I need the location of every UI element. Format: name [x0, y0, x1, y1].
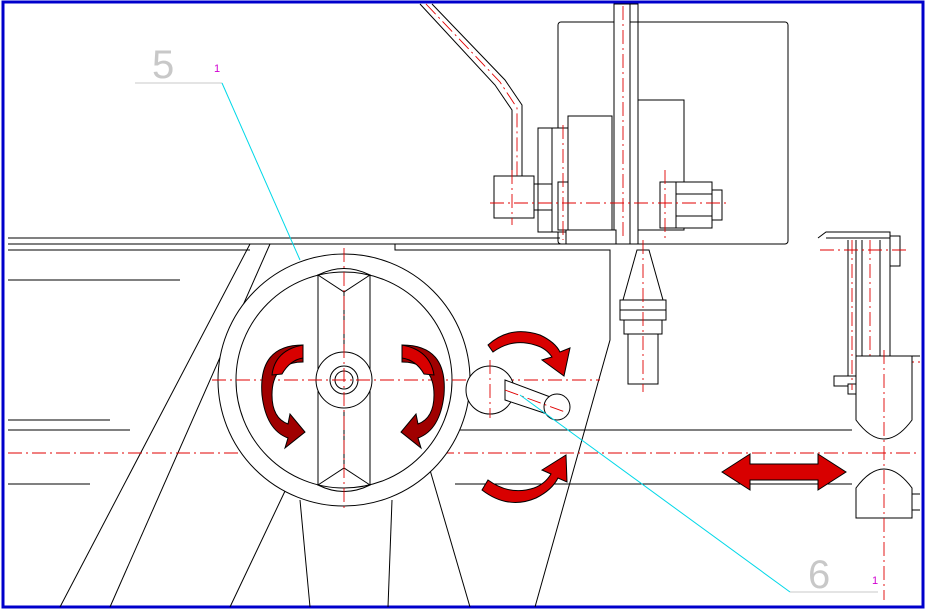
- ball-handle: [465, 360, 571, 421]
- curved-arrow-icon: [487, 331, 571, 377]
- callout-number: 6: [808, 553, 830, 597]
- callout-5: 5 1: [135, 43, 301, 261]
- upper-beam: [8, 237, 610, 251]
- clamp-block: [490, 3, 789, 245]
- curved-arrow-icon: [400, 344, 445, 450]
- callout-sub-index: 1: [214, 63, 220, 75]
- side-plate: [8, 243, 920, 608]
- hand-wheel: [212, 248, 600, 512]
- callout-6: 6 1: [519, 394, 878, 597]
- curved-arrow-icon: [481, 454, 568, 503]
- pointed-bolt: [619, 240, 667, 392]
- diagonal-rod: [419, 3, 523, 182]
- curved-arrow-icon: [261, 344, 306, 450]
- callout-sub-index: 1: [872, 575, 878, 587]
- double-arrow-icon: [721, 453, 847, 491]
- callout-number: 5: [152, 43, 174, 87]
- right-bracket: [817, 231, 920, 600]
